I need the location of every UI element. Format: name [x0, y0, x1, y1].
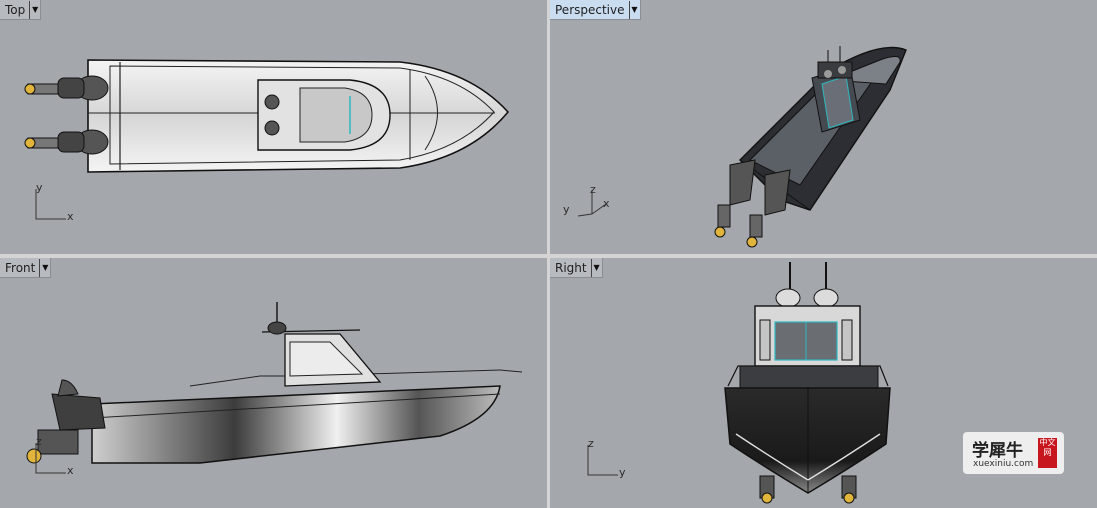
axis-gizmo-icon: [35, 443, 66, 474]
axis-label-x: x: [67, 464, 74, 477]
watermark-title: 学犀牛: [972, 441, 1023, 461]
axis-gizmo-icon: [35, 189, 66, 220]
dropdown-arrow-icon[interactable]: ▼: [590, 258, 602, 277]
perspective-view-boat[interactable]: [550, 0, 1097, 254]
dropdown-arrow-icon[interactable]: ▼: [39, 258, 50, 277]
axis-label-x: x: [67, 210, 74, 223]
front-view-boat[interactable]: [0, 258, 547, 508]
outboard-engine: [24, 75, 109, 101]
watermark-badge: 中文网: [1038, 438, 1057, 468]
viewport-perspective[interactable]: Perspective ▼ z y x: [550, 0, 1097, 254]
watermark-logo: 学犀牛 xuexiniu.com 中文网: [963, 432, 1064, 474]
outboard-engine: [26, 379, 106, 464]
axis-label-z: z: [588, 437, 594, 450]
dropdown-arrow-icon[interactable]: ▼: [29, 0, 40, 19]
axis-label-y: y: [36, 181, 43, 194]
viewport-title: Top: [5, 2, 26, 17]
axis-label-z: z: [36, 435, 42, 448]
axis-label-y: y: [619, 466, 626, 479]
viewport-title: Front: [5, 260, 36, 275]
axis-gizmo-icon: [577, 190, 607, 217]
viewport-tab-right[interactable]: Right ▼: [550, 258, 603, 278]
dropdown-arrow-icon[interactable]: ▼: [628, 0, 640, 19]
outboard-engine: [24, 129, 109, 155]
viewport-tab-perspective[interactable]: Perspective ▼: [550, 0, 641, 20]
top-view-boat[interactable]: [0, 0, 547, 254]
axis-label-z: z: [590, 183, 596, 196]
watermark-url: xuexiniu.com: [973, 459, 1034, 469]
axis-gizmo-icon: [587, 445, 618, 476]
outboard-engine: [759, 475, 775, 504]
viewport-title: Right: [555, 260, 587, 275]
viewport-tab-top[interactable]: Top ▼: [0, 0, 42, 20]
viewport-top[interactable]: Top ▼: [0, 0, 547, 254]
outboard-engine: [841, 475, 857, 504]
outboard-engine: [746, 169, 791, 248]
axis-label-y: y: [563, 203, 570, 216]
right-view-boat[interactable]: [550, 258, 1097, 508]
axis-label-x: x: [603, 197, 610, 210]
viewport-front[interactable]: Front ▼: [0, 258, 547, 508]
viewport-title: Perspective: [555, 2, 625, 17]
viewport-tab-front[interactable]: Front ▼: [0, 258, 52, 278]
outboard-engine: [714, 159, 756, 238]
